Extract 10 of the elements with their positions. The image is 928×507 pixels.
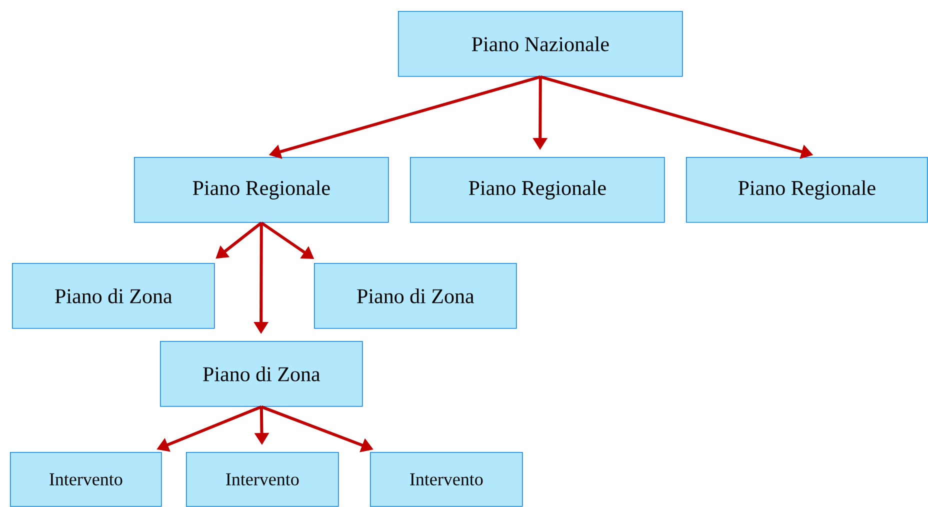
plan-box: Intervento: [10, 452, 162, 507]
plan-box: Intervento: [186, 452, 339, 507]
plan-box: Piano di Zona: [12, 263, 215, 329]
plan-box: Piano Regionale: [134, 157, 389, 223]
plan-box: Piano Regionale: [410, 157, 665, 223]
plan-box: Piano Nazionale: [398, 11, 683, 77]
plan-box: Piano di Zona: [160, 341, 363, 407]
plan-box: Piano Regionale: [686, 157, 928, 223]
plan-box: Intervento: [370, 452, 523, 507]
plan-box: Piano di Zona: [314, 263, 517, 329]
